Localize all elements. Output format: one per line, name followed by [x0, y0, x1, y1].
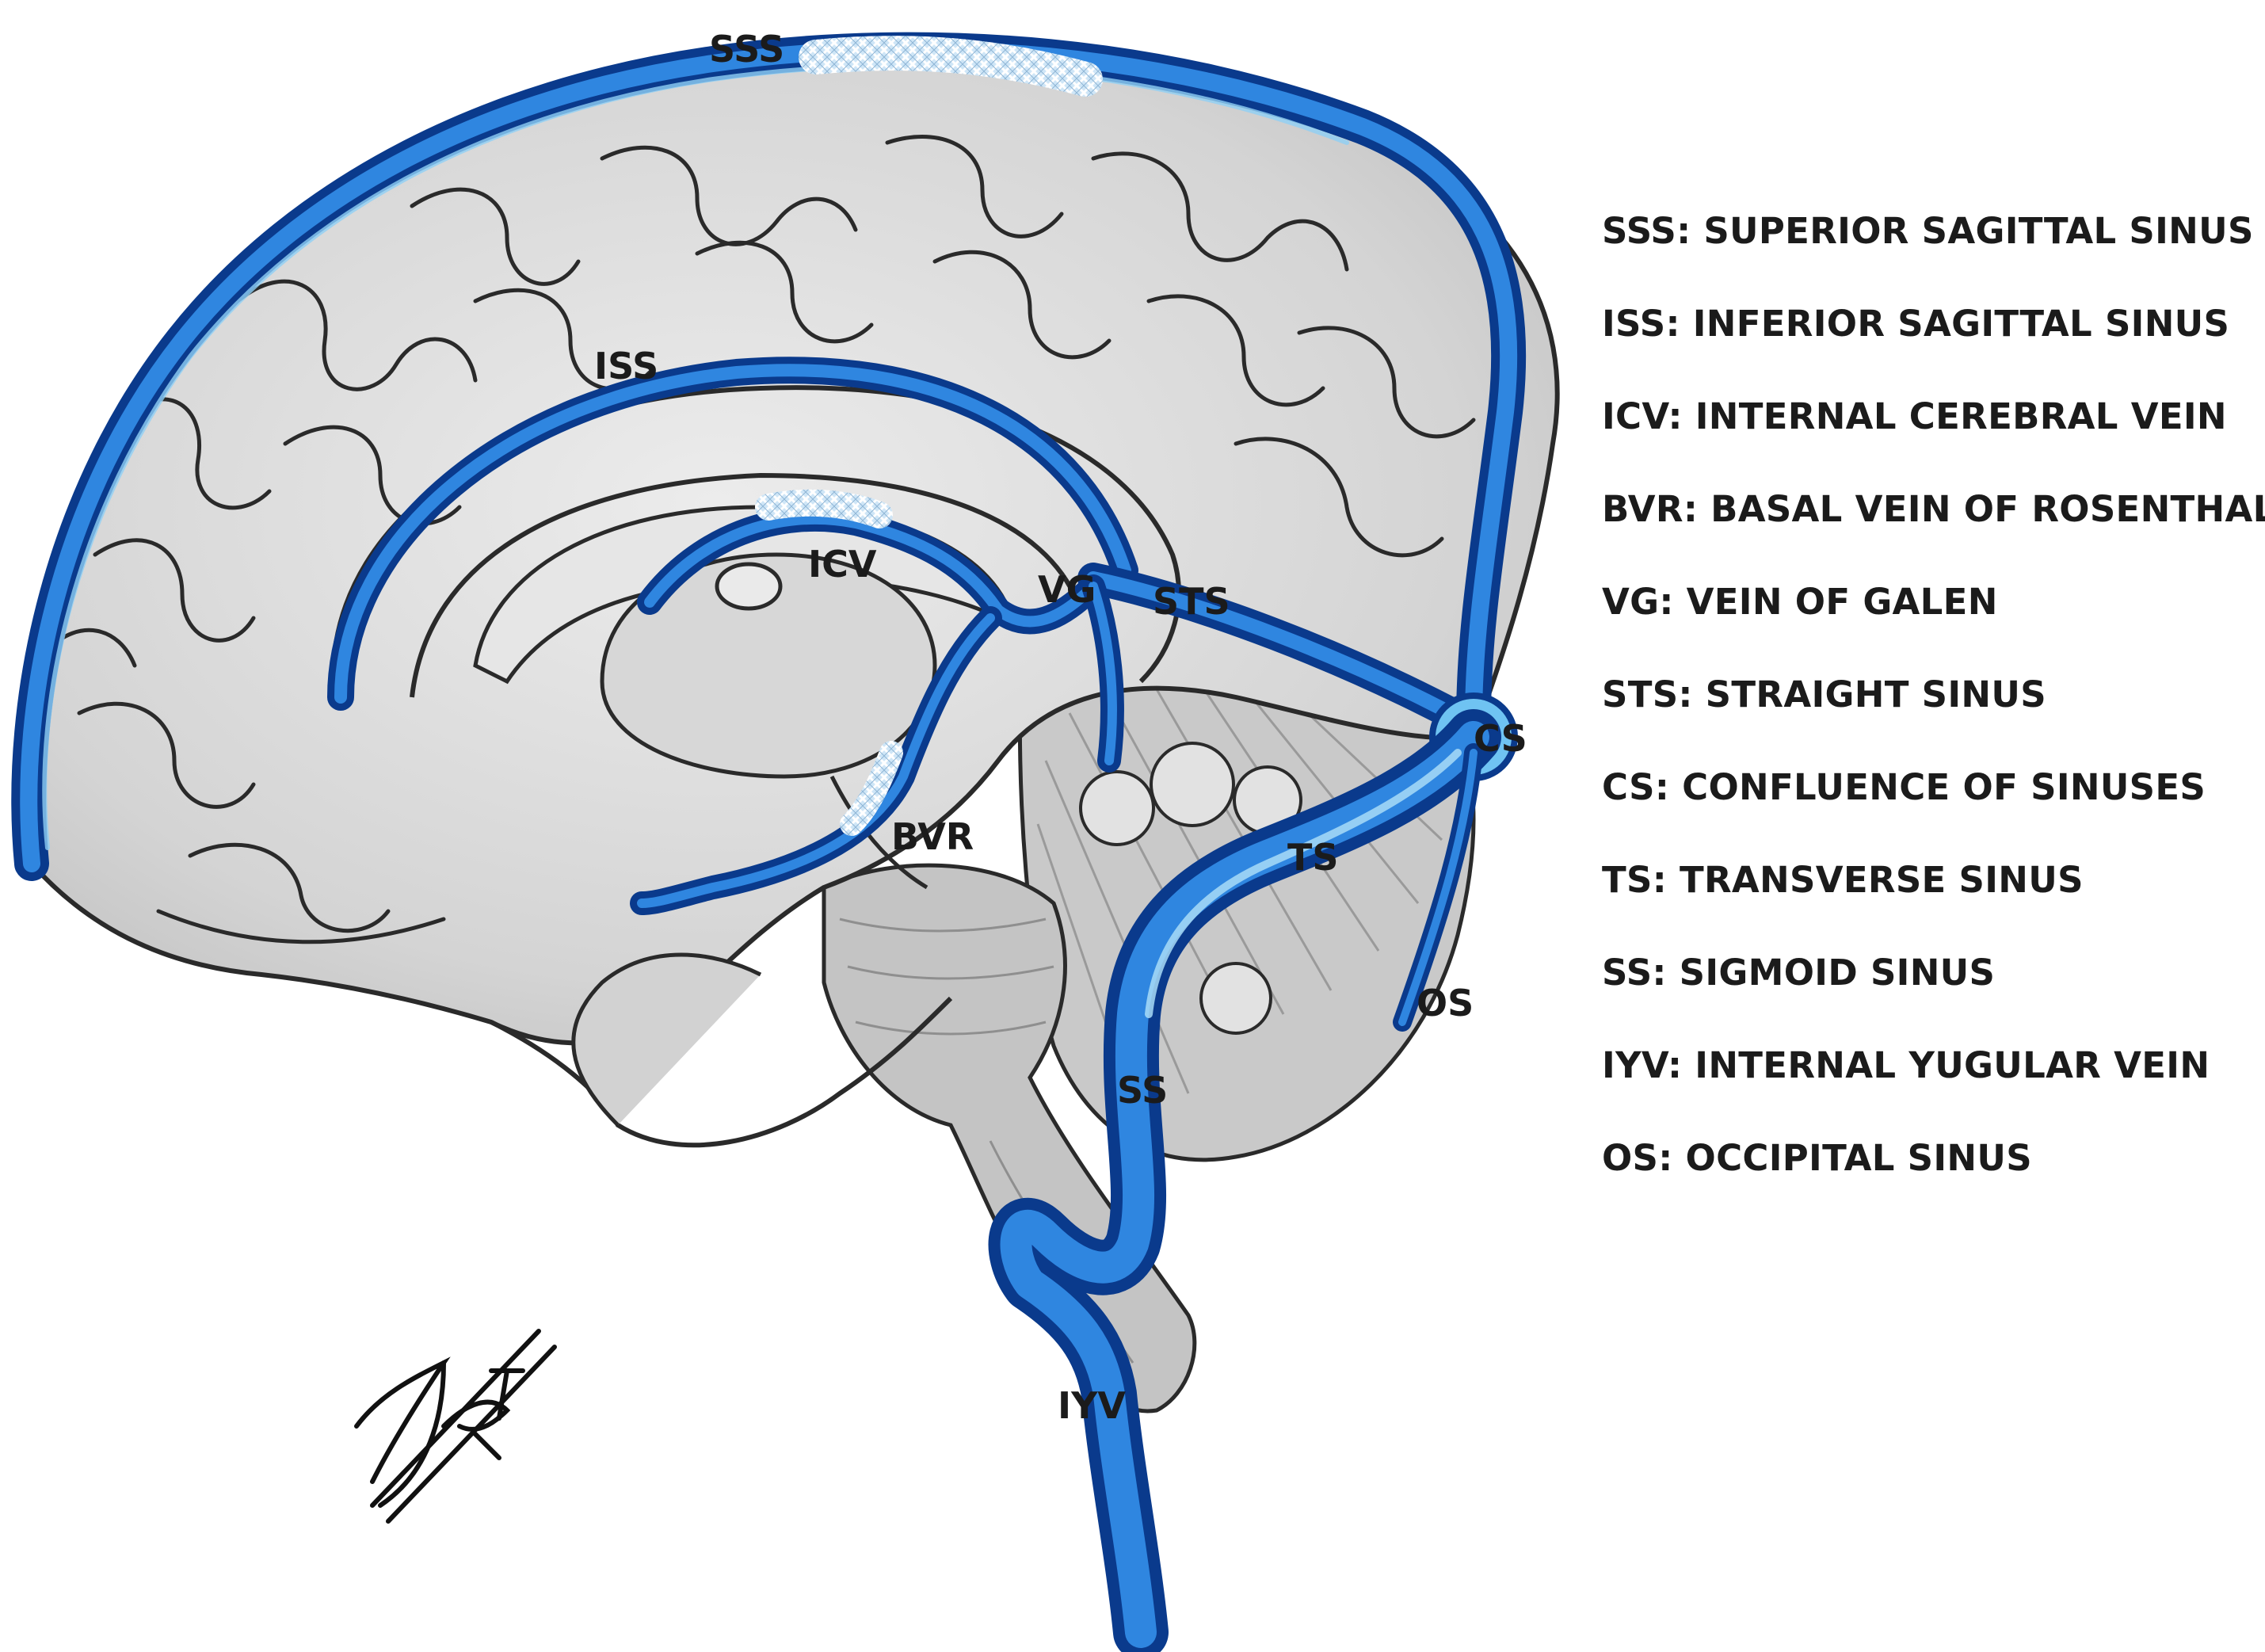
legend-item: SSS: SUPERIOR SAGITTAL SINUS [1602, 210, 2254, 252]
label-ts: TS [1287, 836, 1339, 879]
label-vg: VG [1038, 568, 1096, 611]
legend-item: BVR: BASAL VEIN OF ROSENTHAL [1602, 488, 2265, 530]
structure-labels: SSS ISS ICV VG STS CS TS BVR SS OS IYV [594, 28, 1527, 1427]
legend-item: CS: CONFLUENCE OF SINUSES [1602, 766, 2206, 808]
label-sss: SSS [709, 28, 784, 71]
legend-item: IYV: INTERNAL YUGULAR VEIN [1602, 1044, 2210, 1086]
label-icv: ICV [808, 543, 877, 586]
label-os: OS [1417, 982, 1474, 1024]
icv-stent [755, 489, 893, 528]
legend-item: STS: STRAIGHT SINUS [1602, 673, 2046, 715]
interthalamic-adhesion [715, 562, 783, 611]
bvr-stent [840, 741, 903, 836]
legend-item: ISS: INFERIOR SAGITTAL SINUS [1602, 303, 2230, 345]
gyri [45, 135, 1476, 944]
legend-item: ICV: INTERNAL CEREBRAL VEIN [1602, 395, 2227, 437]
sss-stent [799, 36, 1103, 97]
legend-item: VG: VEIN OF GALEN [1602, 581, 1998, 623]
legend-item: SS: SIGMOID SINUS [1602, 952, 1996, 994]
cerebellar-folia [1079, 742, 1302, 1035]
label-iyv: IYV [1058, 1384, 1126, 1427]
label-cs: CS [1474, 717, 1527, 760]
label-ss: SS [1117, 1069, 1168, 1112]
artist-signature [354, 1329, 557, 1524]
label-sts: STS [1153, 580, 1230, 623]
legend-item: OS: OCCIPITAL SINUS [1602, 1137, 2032, 1179]
abbreviation-legend: SSS: SUPERIOR SAGITTAL SINUS ISS: INFERI… [1602, 208, 2265, 1227]
label-iss: ISS [594, 345, 658, 387]
label-bvr: BVR [891, 815, 974, 858]
venous-system [11, 32, 1527, 1652]
legend-item: TS: TRANSVERSE SINUS [1602, 859, 2084, 901]
